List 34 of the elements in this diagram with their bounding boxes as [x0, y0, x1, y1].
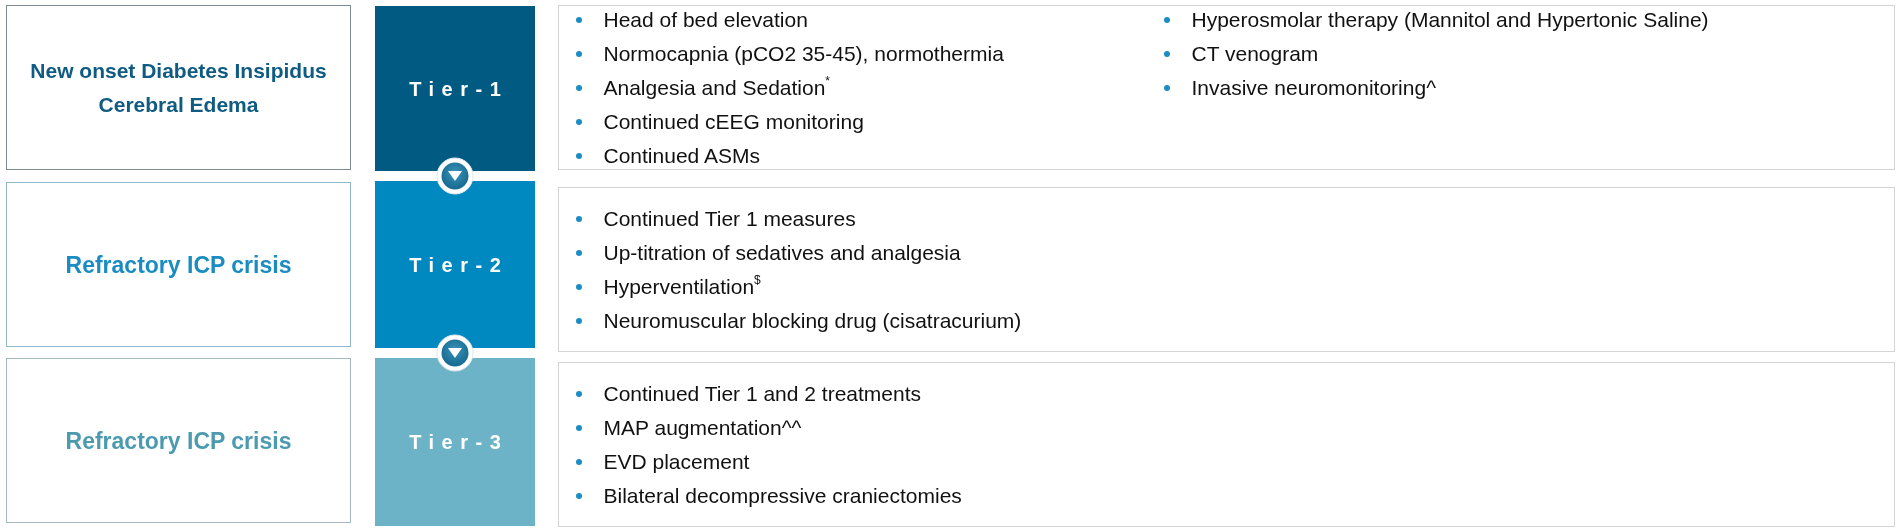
arrow-connector: [436, 157, 474, 195]
treatment-item: Head of bed elevation: [603, 6, 808, 33]
condition-text: Refractory ICP crisis: [65, 426, 292, 456]
tier-box: [375, 6, 535, 171]
treatment-item: Continued ASMs: [603, 142, 760, 169]
treatment-list-box: [558, 5, 1895, 170]
treatment-item: Continued cEEG monitoring: [603, 108, 864, 135]
tier-label: Tier-2: [408, 252, 509, 277]
tier-box: [375, 358, 535, 526]
treatment-item: EVD placement: [603, 448, 750, 475]
treatment-item: Bilateral decompressive craniectomies: [603, 482, 962, 509]
treatment-item: Normocapnia (pCO2 35-45), normothermia: [603, 40, 1004, 67]
treatment-list-box: [558, 362, 1895, 527]
condition-text: Refractory ICP crisis: [65, 250, 292, 280]
arrow-connector: [436, 334, 474, 372]
treatment-list-box: [558, 187, 1895, 352]
treatment-item: Up-titration of sedatives and analgesia: [603, 239, 961, 266]
treatment-item: Continued Tier 1 measures: [603, 205, 856, 232]
tier-label: Tier-1: [408, 76, 509, 101]
treatment-item: CT venogram: [1191, 40, 1319, 67]
condition-box: [6, 358, 351, 523]
treatment-item: Analgesia and Sedation$^{*}$: [603, 74, 830, 101]
tier-label: Tier-3: [408, 430, 509, 454]
condition-box: [6, 182, 351, 347]
condition-text: Cerebral Edema: [98, 91, 259, 118]
condition-box: [6, 5, 351, 170]
treatment-item: MAP augmentation^^: [603, 414, 802, 441]
condition-text: New onset Diabetes Insipidus: [30, 57, 327, 84]
treatment-item: Hyperosmolar therapy (Mannitol and Hypertonic Saline): [1191, 6, 1709, 33]
tier-box: [375, 181, 535, 348]
treatment-item: Neuromuscular blocking drug (cisatracurium): [603, 307, 1022, 334]
treatment-item: Continued Tier 1 and 2 treatments: [603, 380, 922, 407]
treatment-item: Hyperventilation$^{$}$: [603, 273, 761, 300]
treatment-item: Invasive neuromonitoring^: [1191, 74, 1436, 101]
